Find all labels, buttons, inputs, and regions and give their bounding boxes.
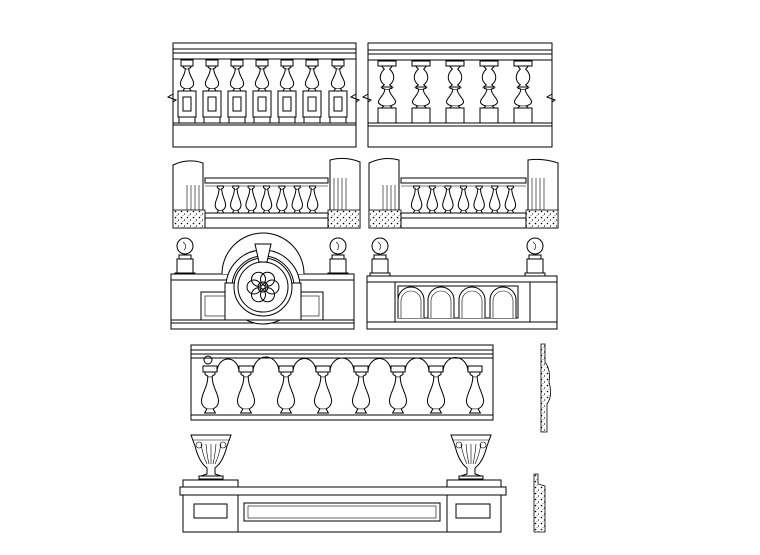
baluster-7 [306, 185, 319, 214]
baluster-3 [227, 59, 247, 124]
panel-1 [166, 42, 361, 148]
baluster-1 [200, 365, 220, 414]
finial-1 [174, 237, 196, 278]
baluster-7 [328, 59, 348, 124]
baluster-1 [377, 60, 397, 124]
panel-7 [190, 344, 494, 421]
panel-3 [172, 157, 361, 229]
section-profile-1 [540, 343, 551, 433]
panel-6 [366, 237, 558, 330]
finial-1 [369, 237, 391, 278]
baluster-3 [245, 185, 257, 214]
section-profile-2 [533, 473, 546, 533]
baluster-3 [442, 185, 454, 214]
urn-right [450, 434, 492, 480]
baluster-7 [504, 185, 517, 214]
baluster-1 [214, 185, 227, 214]
baluster-2 [230, 185, 242, 214]
finial-2 [524, 237, 546, 278]
arch-2 [427, 286, 455, 318]
finial-2 [327, 237, 349, 278]
baluster-1 [177, 59, 197, 124]
baluster-2 [411, 60, 431, 124]
baluster-5 [513, 60, 533, 124]
urn-left [190, 434, 232, 480]
arch-4 [489, 286, 517, 318]
baluster-4 [479, 60, 499, 124]
baluster-4 [457, 185, 470, 214]
panel-2 [361, 42, 557, 148]
baluster-4 [252, 59, 272, 124]
baluster-3 [445, 60, 465, 124]
baluster-5 [277, 59, 297, 124]
baluster-2 [426, 185, 438, 214]
baluster-6 [302, 59, 322, 124]
arch-3 [458, 286, 486, 318]
baluster-5 [351, 365, 371, 414]
arch-1 [397, 286, 425, 318]
baluster-4 [260, 185, 273, 214]
baluster-7 [426, 365, 446, 414]
panel-8 [179, 434, 507, 533]
baluster-8 [465, 365, 485, 414]
baluster-3 [276, 365, 296, 414]
panel-4 [368, 158, 559, 229]
baluster-6 [291, 185, 303, 214]
panel-5 [170, 232, 355, 330]
baluster-5 [473, 185, 485, 214]
baluster-2 [236, 365, 256, 414]
baluster-4 [313, 365, 333, 414]
baluster-6 [388, 365, 408, 414]
baluster-6 [489, 185, 501, 214]
baluster-2 [202, 59, 222, 124]
baluster-1 [410, 185, 423, 214]
baluster-5 [276, 185, 288, 214]
